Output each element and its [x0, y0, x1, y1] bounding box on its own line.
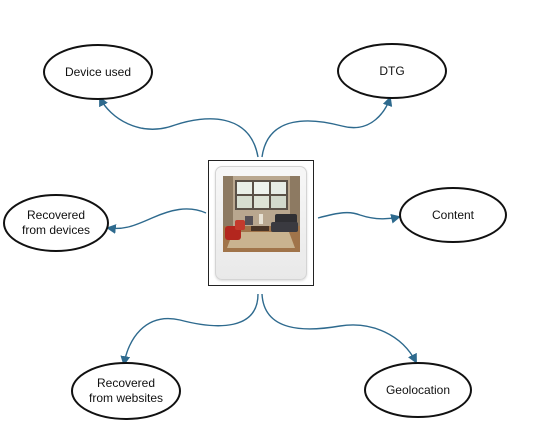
node-geolocation-shape — [364, 362, 472, 418]
photo-card — [215, 166, 307, 280]
node-device-used-shape — [43, 44, 153, 100]
connector-recovered-devices — [106, 208, 207, 234]
node-dtg-shape — [337, 43, 447, 99]
central-photo-frame — [208, 160, 314, 286]
node-content-shape — [399, 187, 507, 243]
node-recovered-devices-shape — [3, 194, 109, 252]
connector-recovered-websites — [120, 293, 259, 366]
connector-content — [317, 211, 401, 224]
connector-device-used — [99, 96, 259, 158]
connector-geolocation — [261, 293, 417, 364]
room-photo-icon — [223, 176, 300, 252]
node-recovered-websites-shape — [71, 362, 181, 420]
connector-dtg — [261, 96, 393, 158]
